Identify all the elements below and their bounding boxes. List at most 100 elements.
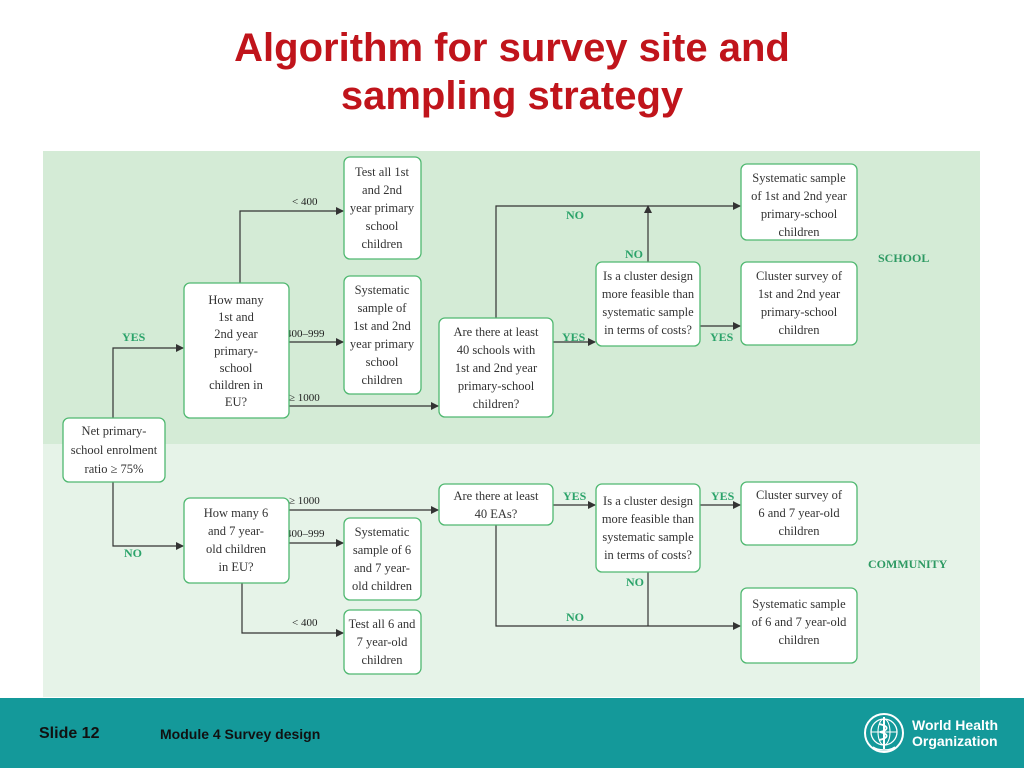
edge-start-yes <box>112 344 184 418</box>
node-text-line: children <box>362 653 404 667</box>
label-40schools-no: NO <box>566 208 584 222</box>
node-text-line: and 7 year- <box>208 524 264 538</box>
node-text-line: Systematic <box>355 525 410 539</box>
section-label-community: COMMUNITY <box>868 557 948 571</box>
node-text-line: children <box>779 633 821 647</box>
node-text-line: children <box>362 237 404 251</box>
label-comm-lt400: < 400 <box>292 617 318 629</box>
label-comm-400-999: 400–999 <box>286 528 325 540</box>
label-cluster-school-no: NO <box>625 247 643 261</box>
node-text-line: ratio ≥ 75% <box>85 462 144 476</box>
node-text-line: children <box>779 524 821 538</box>
label-school-lt400: < 400 <box>292 196 318 208</box>
node-text-line: Net primary- <box>82 424 147 438</box>
node-text-line: Cluster survey of <box>756 269 843 283</box>
node-at-least-40-schools <box>438 317 554 418</box>
edge-school-lt400 <box>239 207 344 283</box>
nodes <box>62 156 858 675</box>
node-cluster-decision-school <box>595 261 701 347</box>
node-text-how-many-community: How many 6 and 7 year-old children in EU? <box>204 506 269 574</box>
node-text-line: 40 schools with <box>457 343 536 357</box>
node-text-line: primary- <box>214 344 258 358</box>
flowchart: YES NO < 400 400–999 ≥ 1000 NO YES NO YE… <box>43 151 980 697</box>
label-cluster-comm-yes: YES <box>711 489 735 503</box>
section-label-school: SCHOOL <box>878 251 929 265</box>
node-text-line: primary-school <box>458 379 535 393</box>
node-text-test-all-community: Test all 6 and 7 year-old children <box>349 617 417 667</box>
node-text-at-least-40-schools: Are there at least 40 schools with 1st and… <box>453 325 539 411</box>
node-text-line: Are there at least <box>453 325 539 339</box>
node-text-line: more feasible than <box>602 287 695 301</box>
node-text-line: in terms of costs? <box>604 548 692 562</box>
node-text-line: How many <box>208 293 264 307</box>
label-cluster-comm-no: NO <box>626 575 644 589</box>
node-text-line: children? <box>473 397 520 411</box>
node-text-line: 1st and 2nd year <box>455 361 538 375</box>
label-40schools-yes: YES <box>562 330 586 344</box>
node-how-many-school <box>183 282 290 419</box>
node-test-all-community <box>343 609 422 675</box>
slide-number: Slide 12 <box>39 725 100 742</box>
node-text-line: Are there at least <box>453 489 539 503</box>
node-text-line: 1st and 2nd year <box>758 287 841 301</box>
title-line-2: sampling strategy <box>340 74 684 118</box>
node-text-line: 7 year-old <box>357 635 409 649</box>
node-text-line: school <box>366 355 399 369</box>
node-text-line: primary-school <box>761 207 838 221</box>
edge-40eas-no <box>495 525 741 630</box>
node-text-line: Cluster survey of <box>756 488 843 502</box>
node-text-line: sample of <box>358 301 408 315</box>
node-text-line: and 7 year- <box>354 561 410 575</box>
edge-comm-lt400 <box>241 583 344 637</box>
footer-bar: Slide 12 Module 4 Survey design World He… <box>0 698 1024 768</box>
node-text-line: children in <box>209 378 264 392</box>
node-text-line: 2nd year <box>214 327 258 341</box>
node-text-line: 6 and 7 year-old <box>758 506 840 520</box>
label-40eas-yes: YES <box>563 489 587 503</box>
node-text-line: and 2nd <box>362 183 403 197</box>
who-line-1: World Health <box>912 717 999 733</box>
node-text-cluster-community: Cluster survey of 6 and 7 year-old childre… <box>756 488 843 538</box>
label-school-ge1000: ≥ 1000 <box>289 392 320 404</box>
who-logo: World Health Organization <box>862 710 998 756</box>
node-text-line: systematic sample <box>602 530 694 544</box>
node-cluster-decision-community <box>595 483 701 573</box>
node-text-line: 1st and <box>218 310 255 324</box>
node-cluster-school <box>740 261 858 346</box>
node-text-line: in EU? <box>218 560 254 574</box>
node-text-line: year primary <box>350 201 415 215</box>
node-text-systematic-school-top: Systematic sample of 1st and 2nd year prim… <box>751 171 848 239</box>
node-text-line: Systematic sample <box>752 597 846 611</box>
who-wordmark: World Health Organization <box>912 717 998 749</box>
node-text-line: Is a cluster design <box>603 269 694 283</box>
node-text-line: primary-school <box>761 305 838 319</box>
node-text-line: more feasible than <box>602 512 695 526</box>
node-how-many-community <box>183 497 290 584</box>
node-text-cluster-decision-school: Is a cluster design more feasible than sys… <box>602 269 695 337</box>
label-cluster-school-yes: YES <box>710 330 734 344</box>
node-text-line: school <box>366 219 399 233</box>
node-text-line: How many 6 <box>204 506 269 520</box>
node-systematic-community-mid <box>343 517 422 601</box>
who-line-2: Organization <box>912 733 998 749</box>
node-systematic-community-bottom <box>740 587 858 664</box>
node-text-line: of 1st and 2nd year <box>751 189 848 203</box>
node-text-line: 1st and 2nd <box>353 319 411 333</box>
node-text-line: old children <box>352 579 413 593</box>
node-text-line: Systematic sample <box>752 171 846 185</box>
node-text-line: children <box>779 225 821 239</box>
node-text-line: systematic sample <box>602 305 694 319</box>
node-systematic-school-mid <box>343 275 422 395</box>
label-school-400-999: 400–999 <box>286 328 325 340</box>
node-text-line: old children <box>206 542 267 556</box>
node-text-line: Test all 6 and <box>349 617 417 631</box>
node-systematic-school-top <box>740 163 858 241</box>
